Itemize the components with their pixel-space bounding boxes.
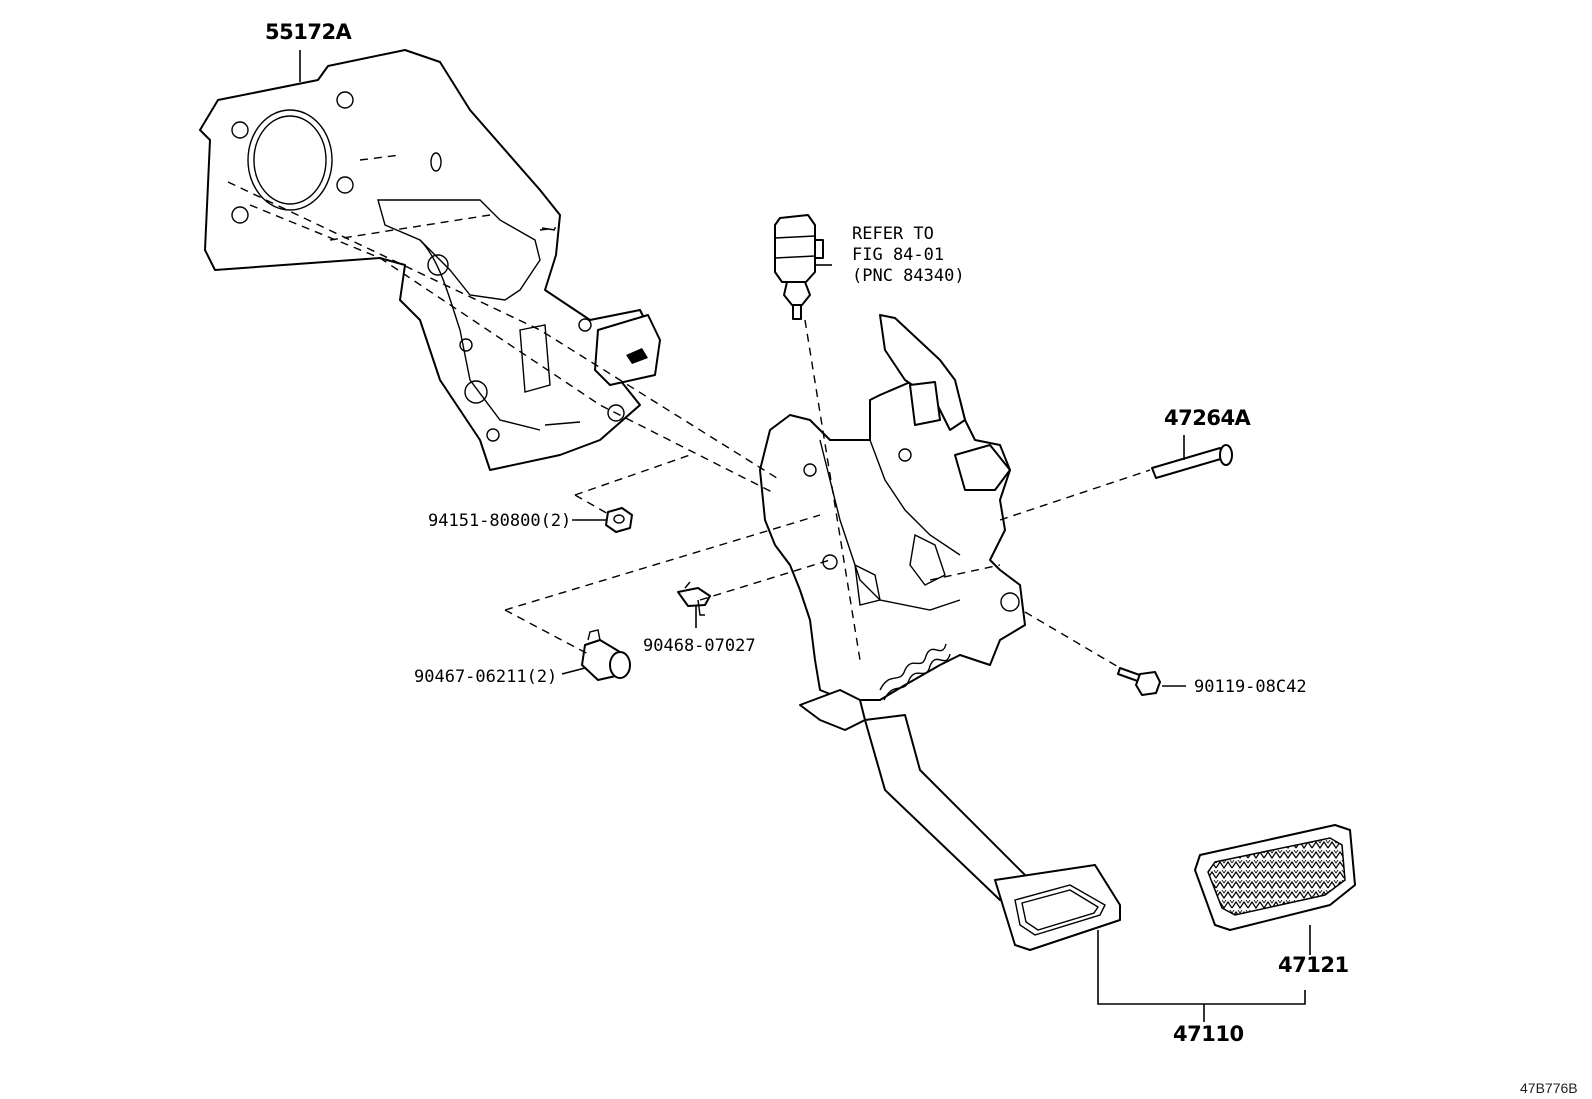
label-bolt: 90119-08C42: [1194, 677, 1307, 697]
clip-part: [677, 581, 711, 616]
clevis-pin: [1151, 444, 1233, 479]
label-clip: 90468-07027: [643, 636, 756, 656]
cushion-part: [581, 629, 631, 681]
label-nut: 94151-80800(2): [428, 511, 572, 531]
return-spring: [879, 643, 951, 701]
pedal-pad: [1194, 824, 1356, 931]
nut-part: [605, 507, 633, 533]
label-switch-note-3: (PNC 84340): [852, 266, 965, 286]
pedal-bracket: [199, 49, 661, 471]
label-pad: 47121: [1278, 953, 1349, 977]
label-pedal: 47110: [1173, 1022, 1244, 1046]
stop-lamp-switch: [774, 214, 824, 320]
bolt-part: [1117, 667, 1161, 696]
label-switch-note-2: FIG 84-01: [852, 245, 945, 265]
figure-code: 47B776B: [1520, 1080, 1578, 1096]
label-pin: 47264A: [1164, 406, 1251, 430]
assembly-dashed-lines: [227, 154, 1151, 669]
label-bracket: 55172A: [265, 20, 352, 44]
label-cushion: 90467-06211(2): [414, 667, 558, 687]
leader-lines: [299, 50, 1311, 1022]
brake-pedal-assembly: [759, 314, 1121, 951]
label-switch-note-1: REFER TO: [852, 224, 934, 244]
